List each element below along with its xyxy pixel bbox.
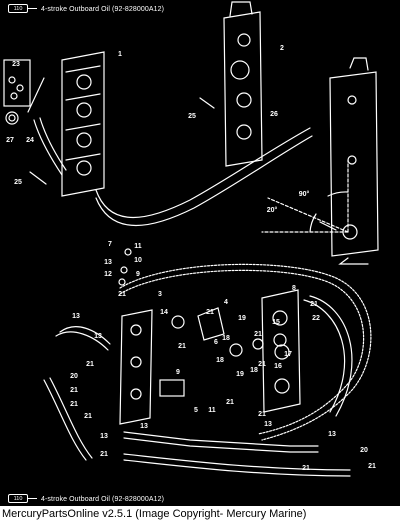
bottom-hose-1 xyxy=(123,431,319,447)
callout: 8 xyxy=(292,285,296,292)
callout: 9 xyxy=(136,271,140,278)
callout: 23 xyxy=(12,61,20,68)
copyright-caption: MercuryPartsOnline v2.5.1 (Image Copyrig… xyxy=(2,508,307,520)
callout: 21 xyxy=(206,309,214,316)
callout: 21 xyxy=(302,465,310,472)
header-ref-leader xyxy=(28,8,37,9)
callout: 21 xyxy=(70,387,78,394)
callout: 13 xyxy=(328,431,336,438)
left-drain-hose xyxy=(43,379,87,461)
callout: 16 xyxy=(274,363,282,370)
fitting-9 xyxy=(159,379,185,397)
inset-23-box xyxy=(3,59,31,107)
callout: 18 xyxy=(216,357,224,364)
callout: 13 xyxy=(100,433,108,440)
bottom-hose-2 xyxy=(123,453,351,471)
exploded-view: 1 2 23 27 24 25 26 25 90° 20° 7 11 10 9 … xyxy=(3,1,379,477)
callout: 14 xyxy=(160,309,168,316)
callout: 13 xyxy=(94,333,102,340)
callout: 6 xyxy=(214,339,218,346)
callout: 21 xyxy=(84,413,92,420)
footer-title: 4-stroke Outboard Oil (92-828000A12) xyxy=(41,496,165,503)
fuel-rail-2 xyxy=(223,11,263,167)
callout: 4 xyxy=(224,299,228,306)
detail-rail xyxy=(329,71,379,257)
header-ref-badge: 110 xyxy=(8,4,28,13)
header-title: 4-stroke Outboard Oil (92-828000A12) xyxy=(41,6,165,13)
callout: 21 xyxy=(258,361,266,368)
callout: 13 xyxy=(264,421,272,428)
callout: 21 xyxy=(226,399,234,406)
callout: 21 xyxy=(368,463,376,470)
lower-rail-left xyxy=(119,309,153,425)
callout: 11 xyxy=(208,407,216,414)
parts-diagram: 110 4-stroke Outboard Oil (92-828000A12) xyxy=(0,0,400,506)
callout: 3 xyxy=(158,291,162,298)
callout: 20 xyxy=(360,447,368,454)
callout: 21 xyxy=(118,291,126,298)
callout: 90° xyxy=(299,190,310,198)
right-hose xyxy=(303,299,346,413)
callout: 21 xyxy=(310,301,318,308)
callout: 21 xyxy=(70,401,78,408)
footer-ref-leader xyxy=(28,498,37,499)
callout: 13 xyxy=(72,313,80,320)
lower-rail-right xyxy=(261,289,301,413)
callout: 25 xyxy=(14,179,22,186)
callout: 18 xyxy=(250,367,258,374)
callout: 15 xyxy=(272,319,280,326)
callout: 13 xyxy=(140,423,148,430)
callout: 2 xyxy=(280,45,284,52)
callout: 21 xyxy=(100,451,108,458)
callout: 24 xyxy=(26,137,34,144)
angle-guide xyxy=(261,159,349,233)
callout: 5 xyxy=(194,407,198,414)
braided-hose xyxy=(119,263,372,441)
callout: 25 xyxy=(188,113,196,120)
callout: 17 xyxy=(284,351,292,358)
callout: 21 xyxy=(86,361,94,368)
callout: 22 xyxy=(312,315,320,322)
footer-ref-badge: 110 xyxy=(8,494,28,503)
callout: 21 xyxy=(258,411,266,418)
callout: 12 xyxy=(104,271,112,278)
callout: 1 xyxy=(118,51,122,58)
callout: 21 xyxy=(178,343,186,350)
callout: 7 xyxy=(108,241,112,248)
callout: 19 xyxy=(236,371,244,378)
callout: 9 xyxy=(176,369,180,376)
crossover-hose xyxy=(95,127,311,219)
callout: 11 xyxy=(134,243,142,250)
callout: 20 xyxy=(70,373,78,380)
callout: 20° xyxy=(267,206,278,214)
callout: 26 xyxy=(270,111,278,118)
callout: 18 xyxy=(222,335,230,342)
fuel-rail-1 xyxy=(61,51,105,197)
callout: 27 xyxy=(6,137,14,144)
left-hose xyxy=(59,326,111,345)
callout: 19 xyxy=(238,315,246,322)
callout: 21 xyxy=(254,331,262,338)
callout: 10 xyxy=(134,257,142,264)
callout: 13 xyxy=(104,259,112,266)
